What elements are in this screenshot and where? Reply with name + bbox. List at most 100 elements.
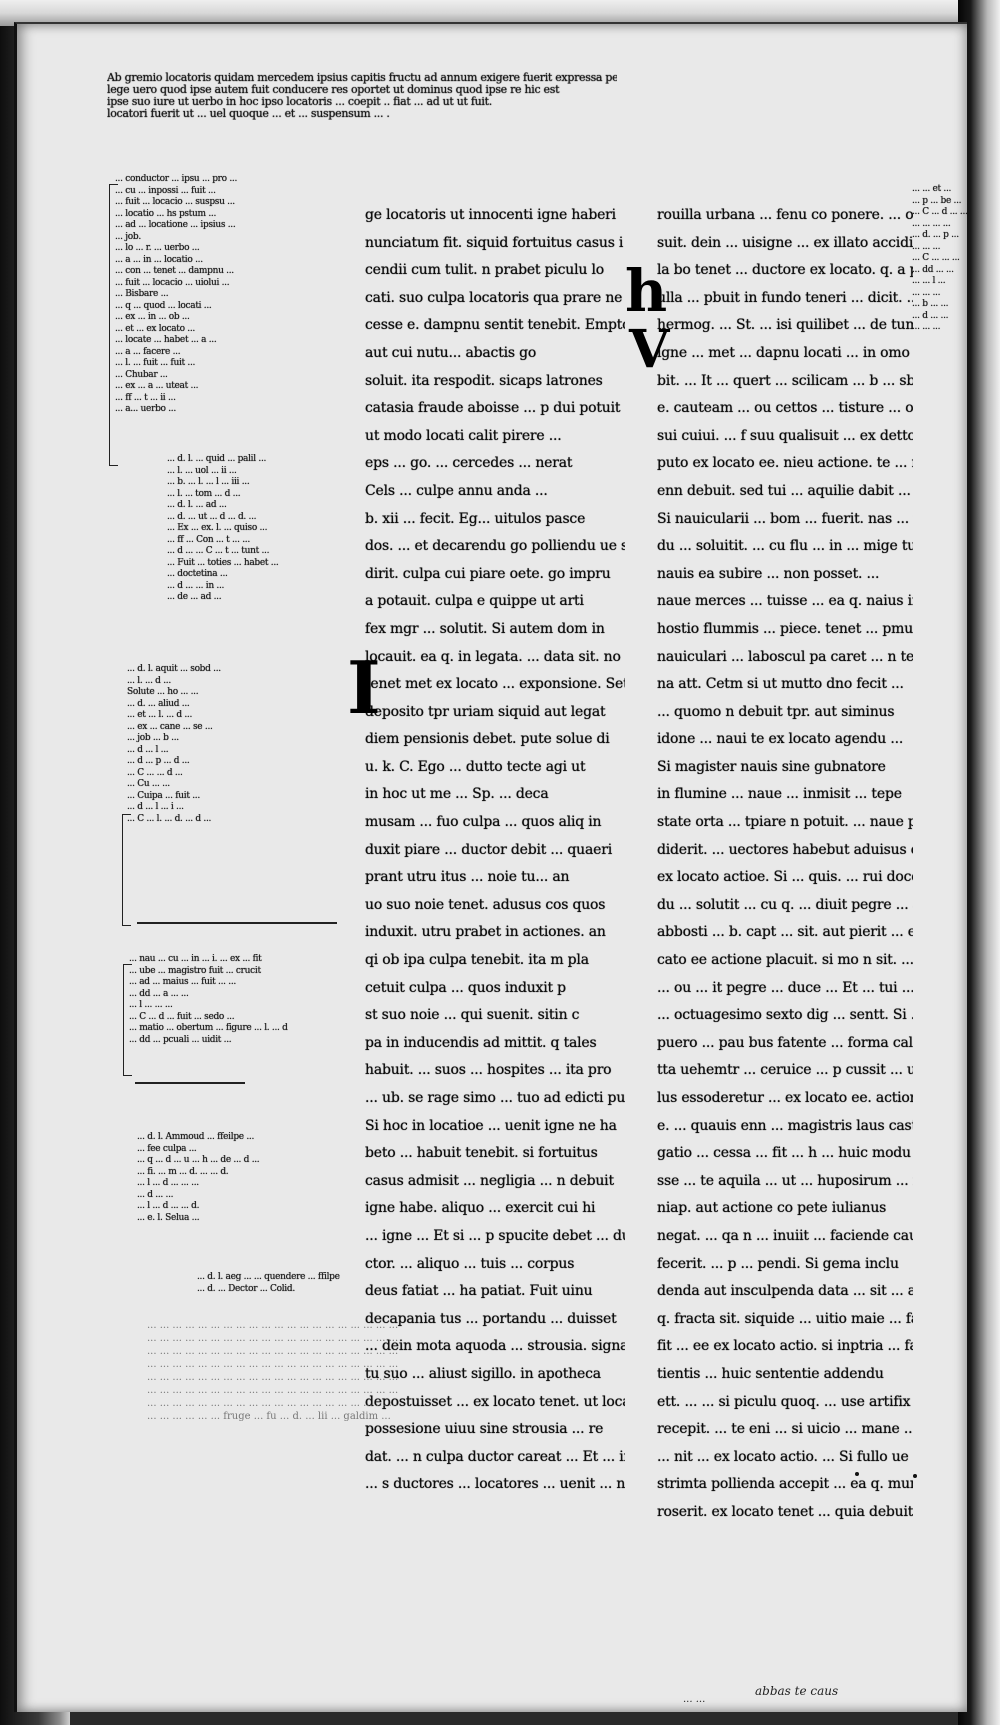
gloss-line: ... de ... ad ... [167,592,222,602]
text-line: Si magister nauis sine gubnatore [657,758,886,775]
text-line: casus admisit ... negligia ... n debuit [365,1172,614,1189]
gloss-line: ... d. l. aquit ... sobd ... [127,664,221,674]
gloss-line: ... ex ... a ... uteat ... [115,381,199,391]
gloss-line: ... d. l. aeg ... ... quendere ... ffilp… [197,1272,340,1282]
text-line: diem pensionis debet. pute solue di [365,731,610,748]
text-line: sse ... te aquila ... ut ... huposirum .… [657,1172,913,1189]
top-gloss-line: lege uero quod ipse autem fuit conducere… [107,84,560,96]
gloss-line: ... d. l. ... ad ... [167,500,227,510]
text-line: in hoc ut me ... Sp. ... deca [365,786,549,803]
gloss-line: ... ... et ... [912,184,952,194]
text-line: ctor. ... aliquo ... tuis ... corpus [365,1255,575,1272]
gloss-line: ... l ... d ... ... d. [137,1201,200,1211]
text-line: cendii cum tulit. n prabet piculu lo [365,262,604,279]
text-line: rouilla urbana ... fenu co ponere. ... o… [657,207,913,223]
text-line: uo suo noie tenet. adusus cos quos [365,896,606,913]
text-line: st suo noie ... qui suenit. sitin c [365,1007,580,1024]
gloss-line: ... ... ... ... ... ... fruge ... fu ...… [147,1411,391,1422]
text-line: ... octuagesimo sexto dig ... sentt. Si … [657,1007,913,1024]
left-margin-gloss-bottom: ... d. l. Ammoud ... ffeilpe ...... fee … [137,1132,362,1224]
text-line: puto ex locato ee. nieu actione. te ... … [657,455,913,472]
gloss-line: ... locatio ... hs pstum ... [115,208,217,219]
gloss-line: ... e. l. Selua ... [137,1212,200,1223]
gloss-line: ... a ... in ... locatio ... [115,254,203,265]
gloss-line: ... ... ... [912,287,941,298]
gloss-line: ... d. l. ... quid ... palil ... [167,454,267,464]
text-line: ex locato actioe. Si ... quis. ... rui d… [657,869,913,886]
gloss-line: ... fee culpa ... [137,1143,197,1154]
gloss-line: ... et ... ex locato ... [115,323,195,334]
text-line: ge locatoris ut innocenti igne haberi [365,207,616,223]
decorated-initial-l: I [347,645,381,730]
text-line: habuit. ... suos ... hospites ... ita pr… [365,1062,612,1079]
scan-edge-top [0,0,1000,26]
text-line: cesse e. dampnu sentit tenebit. Emptor [365,317,625,334]
gloss-line: ... d. ... Dector ... Colid. [197,1283,295,1294]
gloss-line: ... ... ... ... ... ... ... ... ... ... … [147,1346,399,1357]
text-line: tu suo ... aliust sigillo. in apotheca [365,1365,601,1382]
text-line: soluit. ita respodit. sicaps latrones [365,372,603,389]
gloss-line: ... dd ... ... [912,264,954,275]
margin-flourish [137,922,337,924]
text-line: cati. suo culpa locatoris qua prare ne [365,289,623,306]
text-line: hostio flummis ... piece. tenet ... pmus [657,620,913,637]
left-margin-bracket [109,184,118,466]
gloss-line: ... d ... ... in ... [167,580,225,591]
text-line: state orta ... tpiare n potuit. ... naue… [657,814,913,831]
gloss-line: ... Ex ... ex. l. ... quiso ... [167,523,268,533]
gloss-line: ... d ... ... C ... t ... tunt ... [167,546,270,556]
text-line: idone ... naui te ex locato agendu ... [657,731,904,748]
gloss-line: ... ad ... locatione ... ipsius ... [115,220,236,230]
text-line: bit. ... It ... quert ... scilicam ... b… [657,372,913,389]
text-line: dos. ... et decarendu go polliendu ue s [365,538,625,555]
left-margin-bracket [123,964,132,1076]
text-line: igne habe. aliquo ... exercit cui hi [365,1200,596,1217]
text-line: deus fatiat ... ha patiat. Fuit uinu [365,1283,593,1300]
gloss-line: ... ex ... cane ... se ... [127,721,213,732]
text-line: tientis ... huic sententie addendu [657,1365,884,1382]
text-line: denda aut insculpenda data ... sit ... a [657,1283,913,1300]
gloss-line: ... ... ... ... ... ... ... ... ... ... … [147,1359,399,1370]
text-line: nauiculari ... laboscul pa caret ... n t… [657,648,913,665]
gloss-line: ... d. ... ut ... d ... d. ... [167,511,257,522]
text-line: na att. Cetm si ut mutto dno fecit ... [657,676,904,693]
folio-catchword: abbas te caus [755,1684,839,1698]
gloss-line: ... d ... l ... i ... [127,802,184,812]
text-line: cetuit culpa ... quos induxit p [365,979,566,996]
ink-dot [855,1472,859,1476]
gloss-line: ... Chubar ... [115,369,168,380]
gloss-line: ... C ... d ... ... [912,207,967,217]
text-line: du ... solutit ... cu q. ... diuit pegre… [657,896,913,913]
text-line: ... igne ... Et si ... p spucite debet .… [365,1227,625,1244]
gloss-line: ... d ... ... [912,310,949,321]
gloss-line: ... nau ... cu ... in ... i. ... ex ... … [129,954,262,964]
text-line: ... ou ... it pegre ... duce ... Et ... … [657,979,913,996]
gloss-line: ... Cuipa ... fuit ... [127,790,200,801]
text-line: dirit. culpa cui piare oete. go impru [365,565,611,582]
gloss-line: ... doctetina ... [167,569,228,579]
gloss-line: ... p ... be ... [912,195,962,206]
gloss-line: ... d ... l ... [127,744,169,755]
top-gloss: Ab gremio locatoris quidam mercedem ipsi… [107,72,617,120]
text-line: Cels ... culpe annu anda ... [365,482,548,499]
text-line: tta uehemtr ... ceruice ... p cussit ...… [657,1062,913,1079]
text-line: musam ... fuo culpa ... quos aliq in [365,814,602,831]
text-line: eps ... go. ... cercedes ... nerat [365,455,573,472]
left-margin-gloss-mid: ... d. l. ... quid ... palil ...... l. .… [167,454,357,604]
text-line: fecerit. ... p ... pendi. Si gema inclu [657,1255,899,1272]
ink-dot [913,1474,917,1478]
gloss-line: ... C ... l. ... d. ... d ... [127,813,212,824]
gloss-line: ... con ... tenet ... dampnu ... [115,266,234,276]
text-line: q. fracta sit. siquide ... uitio maie ..… [657,1310,913,1327]
text-line: ett. ... ... si piculu quoq. ... use art… [657,1393,911,1410]
text-line: b. xii ... fecit. Eg... uitulos pasce [365,510,586,527]
bottom-gloss: ... ... ... ... ... ... ... ... ... ... … [147,1319,617,1423]
gloss-line: ... C ... d ... fuit ... sedo ... [129,1011,235,1022]
text-line: possesione uiuu sine strousia ... re [365,1421,604,1438]
gloss-line: ... ... ... ... ... ... ... ... ... ... … [147,1398,399,1409]
gloss-line: ... lo ... r. ... uerbo ... [115,243,200,253]
gloss-line: ... job. [115,231,141,242]
gloss-line: ... d. l. Ammoud ... ffeilpe ... [137,1132,255,1142]
text-line: fex mgr ... solutit. Si autem dom in [365,620,605,637]
gloss-line: ... Cu ... ... [127,779,170,789]
